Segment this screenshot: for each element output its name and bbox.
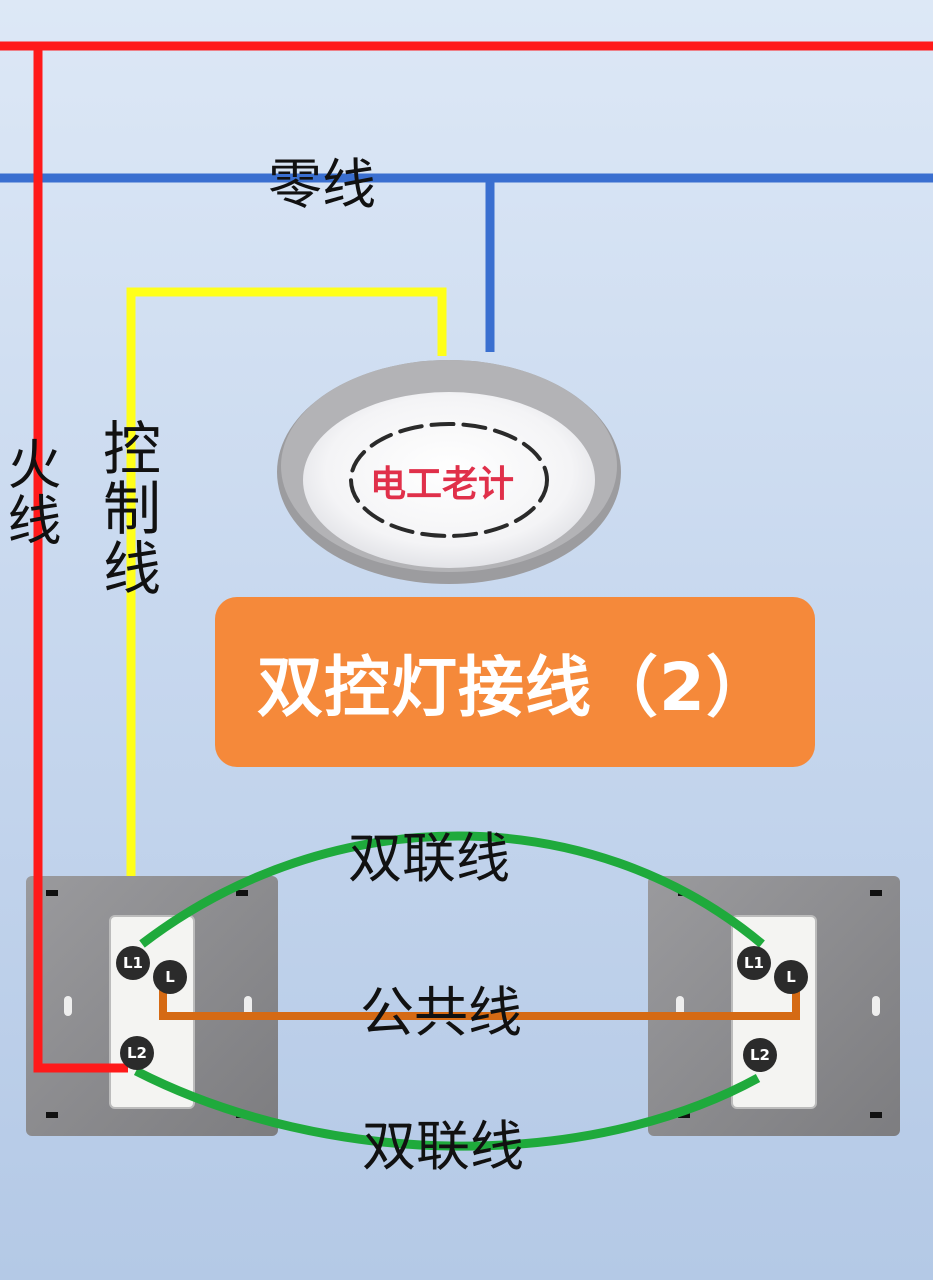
live-label: 火线 [0, 436, 61, 548]
right-terminal-l2: L2 [743, 1038, 777, 1072]
flower-icon [349, 422, 549, 538]
common-wire [159, 976, 800, 1020]
live-wire [0, 41, 933, 1073]
left-terminal-l1: L1 [116, 946, 150, 980]
title-banner: 双控灯接线（2） [215, 597, 815, 767]
neutral-label: 零线 [268, 153, 376, 216]
right-terminal-l: L [774, 960, 808, 994]
right-switch-plate [648, 876, 900, 1136]
right-terminal-l1: L1 [737, 946, 771, 980]
control-wire [126, 287, 447, 945]
traveler-bottom-label: 双联线 [362, 1115, 524, 1178]
neutral-wire [0, 173, 933, 352]
left-terminal-l2: L2 [120, 1036, 154, 1070]
left-switch-plate [26, 876, 278, 1136]
lamp-brand-text: 电工老计 [369, 464, 514, 505]
common-label: 公共线 [360, 981, 522, 1044]
ceiling-lamp [277, 360, 621, 584]
traveler-top-label: 双联线 [348, 827, 510, 890]
traveler-wire-bottom [133, 1066, 761, 1151]
traveler-wire-top [139, 831, 765, 948]
left-terminal-l: L [153, 960, 187, 994]
page-title: 双控灯接线（2） [257, 649, 773, 726]
control-label: 控制线 [93, 418, 161, 598]
